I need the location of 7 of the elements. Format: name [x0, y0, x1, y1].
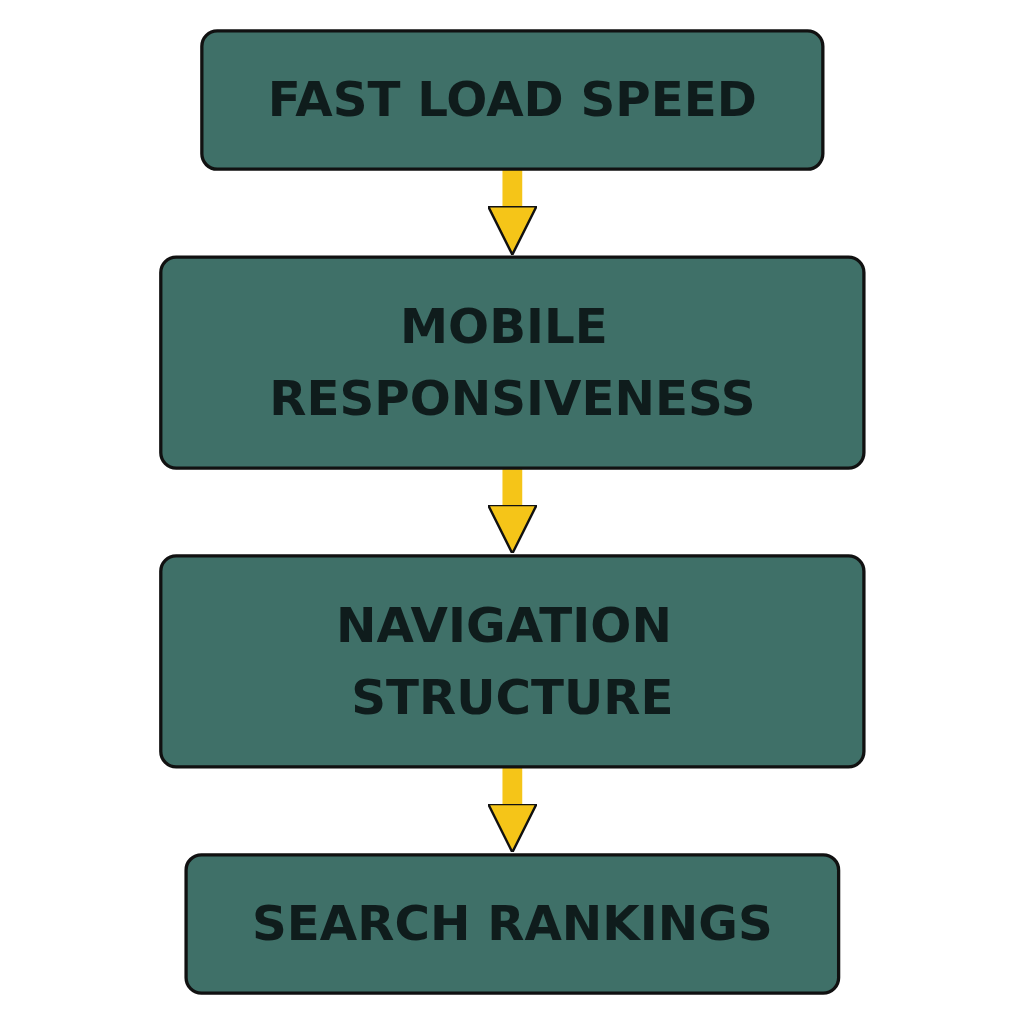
- arrow: [486, 766, 538, 854]
- arrow: [486, 468, 538, 555]
- arrow: [486, 169, 538, 256]
- node-box: FAST LOAD SPEED: [199, 29, 825, 171]
- node-box: MOBILE RESPONSIVENESS: [158, 255, 866, 470]
- node-box: SEARCH RANKINGS: [184, 853, 840, 995]
- node-box: NAVIGATION STRUCTURE: [158, 554, 866, 769]
